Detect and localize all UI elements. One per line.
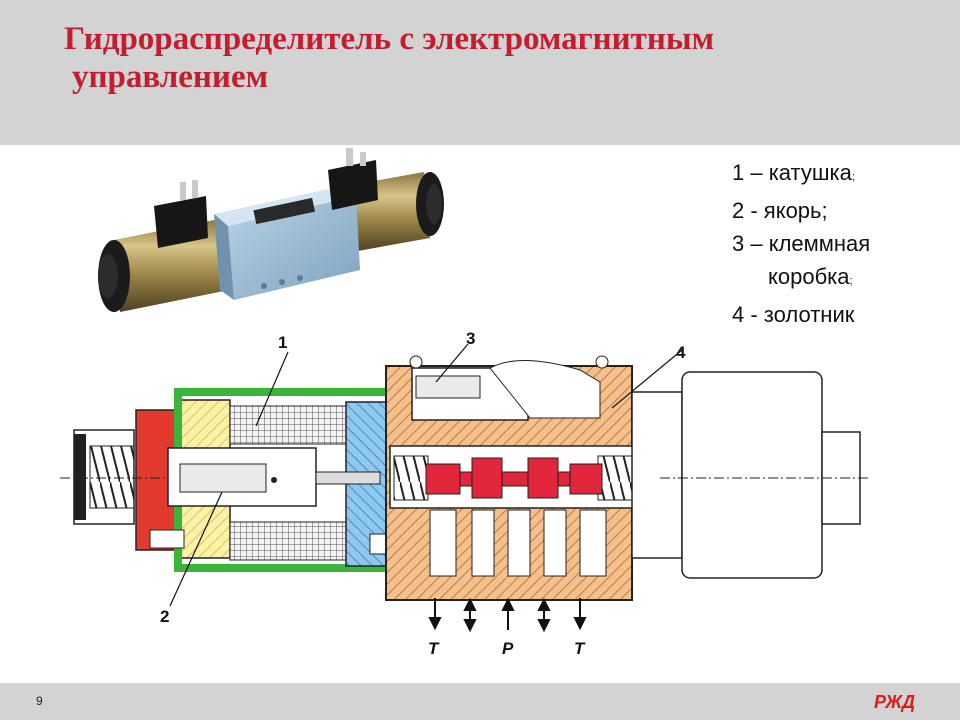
- page-number: 9: [36, 694, 43, 708]
- callout-2: 2: [160, 607, 169, 626]
- valve-cross-section: T P T 1 2 3 4: [60, 329, 870, 658]
- legend-item-1: 1 – катушка;: [732, 160, 855, 185]
- legend: 1 – катушка; 2 - якорь; 3 – клеммная кор…: [732, 156, 870, 331]
- legend-item-3-cont: коробка;: [768, 264, 853, 289]
- header-bar: [0, 0, 960, 145]
- legend-item-4: 4 - золотник: [732, 302, 855, 327]
- port-label-t-right: T: [574, 639, 586, 658]
- valve-photo: [98, 148, 444, 312]
- slide-title: Гидрораспределитель с электромагнитным у…: [64, 20, 884, 96]
- callout-1: 1: [278, 333, 287, 352]
- port-label-t-left: T: [428, 639, 440, 658]
- svg-text:РЖД: РЖД: [874, 692, 915, 712]
- callout-3: 3: [466, 329, 475, 348]
- footer-bar: 9 РЖД: [0, 683, 960, 720]
- port-label-p: P: [502, 639, 514, 658]
- legend-item-3: 3 – клеммная: [732, 231, 871, 256]
- callout-4: 4: [676, 343, 686, 362]
- title-line-2: управлением: [72, 59, 269, 95]
- legend-item-2: 2 - якорь;: [732, 198, 828, 223]
- title-line-1: Гидрораспределитель с электромагнитным: [64, 21, 715, 57]
- rzd-logo-icon: РЖД: [874, 692, 915, 712]
